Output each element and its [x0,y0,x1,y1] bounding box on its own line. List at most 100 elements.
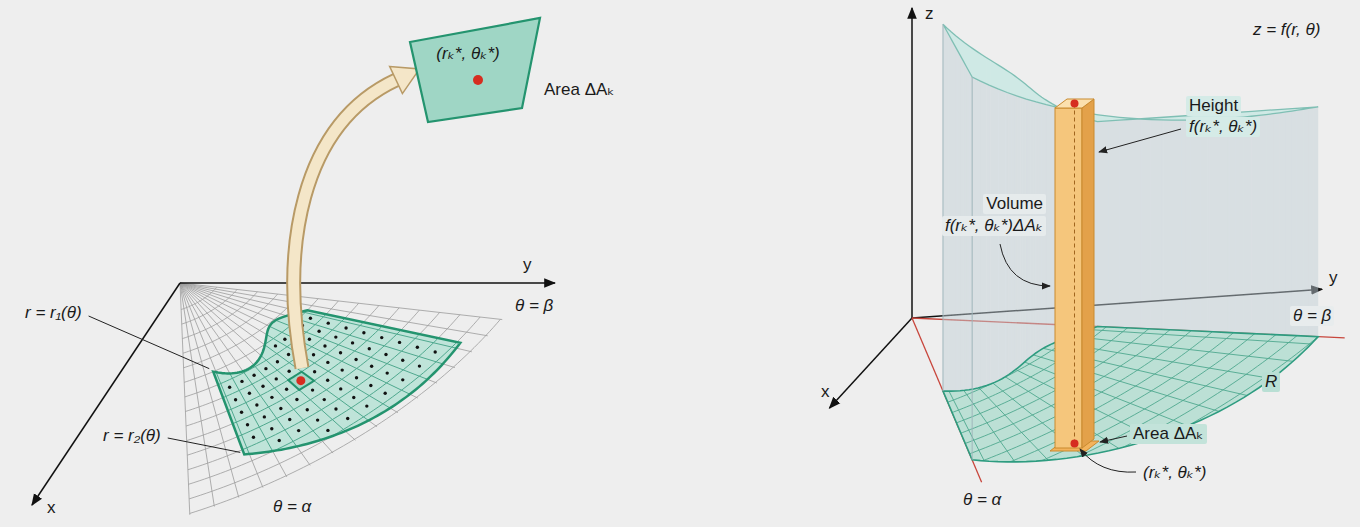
grid-arc [182,289,237,324]
grid-arc [183,294,278,353]
sample-dot [365,404,368,407]
column-axis [1074,104,1075,444]
grid-ray [180,283,333,453]
region-grid [912,318,1360,527]
grid-arc [964,323,1245,480]
sample-dot [240,411,243,414]
sample-dot [255,403,258,406]
sample-dot [312,353,315,356]
right-panel [830,8,1360,527]
sample-dot [317,330,320,333]
grid-arc [967,324,1266,491]
polar-grid [180,283,502,515]
sample-dot [323,398,326,401]
sample-dot [275,377,278,380]
grid-ray [180,283,239,498]
surface-label: z = f(r, θ) [1250,20,1323,40]
sample-dot [384,353,387,356]
grid-ray [912,318,1022,527]
sample-dot [383,391,386,394]
point-label: (rₖ*, θₖ*) [436,44,499,64]
wall-face [958,51,961,433]
sample-dot [311,388,314,391]
sample-points [228,317,437,443]
sample-dot [283,338,286,341]
grid-arc [182,289,237,324]
sample-dot [252,436,255,439]
solid-walls [943,24,1318,462]
point-leader [1080,449,1136,472]
sample-dot [352,396,355,399]
grid-arc [985,325,1360,527]
sample-dot [369,384,372,387]
sample-dot [308,338,311,341]
grid-arc [933,320,1047,384]
height-leader [1099,129,1181,152]
sample-dot [323,344,326,347]
sample-dot [313,370,316,373]
grid-ray [180,283,502,320]
sample-dot [248,392,251,395]
angle-label: θ = α [960,490,1004,510]
area-leader [1100,436,1127,442]
grid-arc [182,292,257,339]
curve-label: r = r₁(θ) [22,303,85,323]
sample-dot [354,358,357,361]
sample-dot [234,398,237,401]
column-side [1082,99,1094,448]
patch-outline [405,10,555,125]
grid-ray [180,283,472,352]
grid-arc [186,306,379,426]
curve-leader [168,438,241,452]
sample-dot [264,367,267,370]
sample-dot [288,418,291,421]
angle-label: θ = β [512,296,556,316]
left-panel [32,66,555,514]
wall-face [1286,111,1292,367]
angle-label: θ = α [270,497,314,517]
sample-dot [278,439,281,442]
region-label: R [1262,372,1280,392]
sample-dot [418,364,421,367]
wall-face [960,56,963,439]
callout-label: f(rₖ*, θₖ*) [1186,117,1260,137]
curve-leader [89,316,210,369]
grid-ray [912,318,1337,366]
sample-dot [270,427,273,430]
grid-arc [930,320,1026,373]
volume-leader [1000,244,1050,286]
region-outline [213,310,460,454]
grid-arc [182,292,257,339]
sample-dot [306,408,309,411]
sample-dot [401,359,404,362]
sample-dot [252,373,255,376]
grid-ray [180,283,488,336]
base-point [1071,440,1079,448]
grid-ray [180,283,355,440]
sample-dot [355,376,358,379]
callout-label: Height [1186,96,1241,116]
sample-dot [327,321,330,324]
grid-ray [180,283,190,515]
grid-arc [190,319,501,513]
sample-dot [326,361,329,364]
sample-dot [346,417,349,420]
callout-label: f(rₖ*, θₖ*)ΔAₖ [942,216,1046,236]
sample-dot [398,341,401,344]
sample-dot [344,326,347,329]
grid-ray [180,283,214,507]
grid-arc [189,315,460,485]
sample-point-red [473,75,483,85]
sample-dot [309,317,312,320]
region-r-outline [943,327,1318,462]
grid-arc [926,319,1003,362]
solid-edge [942,24,943,391]
wall-face [1280,112,1286,373]
grid-arc [981,325,1354,527]
zoom-arrow-outline [294,80,396,368]
grid-arc [183,294,278,353]
region-grid [180,283,502,515]
grid-ray [180,283,455,368]
